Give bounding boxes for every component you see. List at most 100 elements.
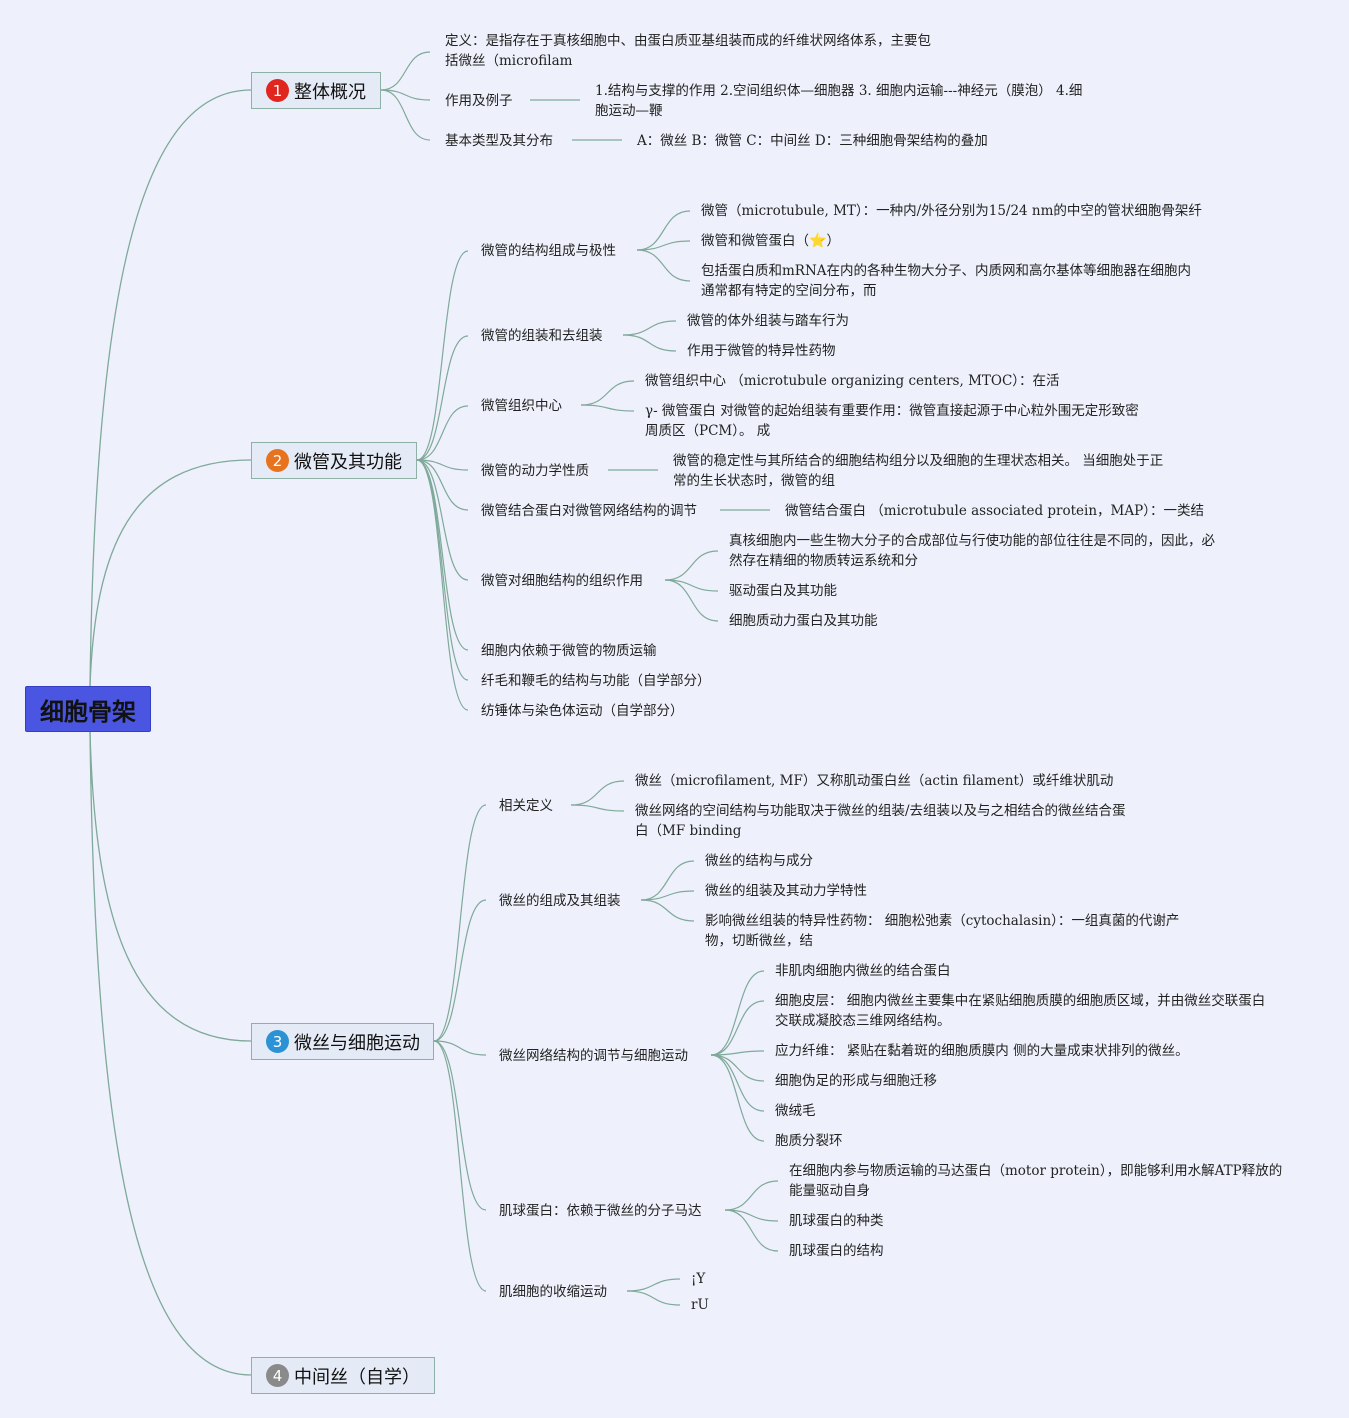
node-transport-system[interactable]: 真核细胞内一些生物大分子的合成部位与行使功能的部位往往是不同的，因此，必然存在精…: [729, 533, 1215, 569]
node-contraction-a[interactable]: ¡Y: [691, 1271, 706, 1287]
connector-curve: [416, 459, 469, 681]
node-types[interactable]: 基本类型及其分布: [445, 133, 553, 149]
node-pseudopod[interactable]: 细胞伪足的形成与细胞迁移: [775, 1073, 937, 1089]
connector-curve: [433, 1040, 487, 1056]
number-2-badge-icon: 2: [266, 449, 289, 472]
node-mf-regulation[interactable]: 微丝网络结构的调节与细胞运动: [499, 1048, 688, 1064]
connector-curve: [416, 459, 469, 511]
root-label: 细胞骨架: [40, 697, 136, 726]
node-cell-cortex[interactable]: 细胞皮层： 细胞内微丝主要集中在紧贴细胞质膜的细胞质区域，并由微丝交联蛋白交联成…: [775, 993, 1266, 1029]
connector-curve: [636, 249, 691, 282]
node-microvilli[interactable]: 微绒毛: [775, 1103, 816, 1119]
root-connector-curve: [89, 731, 252, 1376]
node-stress-fiber[interactable]: 应力纤维： 紧贴在黏着斑的细胞质膜内 侧的大量成束状排列的微丝。: [775, 1043, 1189, 1059]
node-contraction-b[interactable]: rU: [691, 1297, 709, 1313]
connector-curve: [433, 899, 487, 1042]
node-motor-protein[interactable]: 在细胞内参与物质运输的马达蛋白（motor protein），即能够利用水解AT…: [789, 1163, 1283, 1199]
root-topic[interactable]: 细胞骨架: [25, 686, 151, 732]
node-mt-distribution[interactable]: 包括蛋白质和mRNA在内的各种生物大分子、内质网和高尔基体等细胞器在细胞内通常都…: [701, 263, 1192, 299]
connector-curve: [710, 1054, 765, 1142]
connector-curve: [710, 970, 765, 1056]
connector-curve: [622, 320, 677, 336]
number-3-badge-icon: 3: [266, 1030, 289, 1053]
node-muscle-contraction[interactable]: 肌细胞的收缩运动: [499, 1284, 607, 1300]
node-mt-definition[interactable]: 微管（microtubule, MT）：一种内/外径分别为15/24 nm的中空…: [701, 203, 1202, 219]
root-connector-curve: [89, 89, 252, 687]
node-mt-tubulin-pre: 微管和微管蛋白（: [701, 233, 809, 249]
connector-curve: [710, 1000, 765, 1056]
connector-curve: [640, 860, 695, 901]
connector-curve: [416, 459, 469, 581]
connector-curve: [580, 380, 635, 406]
connector-curve: [416, 459, 469, 711]
node-mf-structure[interactable]: 微丝的结构与成分: [705, 853, 813, 869]
node-spindle[interactable]: 纺锤体与染色体运动（自学部分）: [481, 703, 684, 719]
connector-curve: [724, 1209, 779, 1252]
connector-curve: [640, 899, 695, 922]
connector-curve: [570, 804, 625, 812]
connector-curve: [570, 780, 625, 806]
node-mf-definition[interactable]: 微丝（microfilament, MF）又称肌动蛋白丝（actin filam…: [635, 773, 1114, 789]
topic-microtubule-label: 微管及其功能: [294, 451, 402, 473]
node-mf-network[interactable]: 微丝网络的空间结构与功能取决于微丝的组装/去组装以及与之相结合的微丝结合蛋白（M…: [635, 803, 1126, 839]
node-mf-dynamics[interactable]: 微丝的组装及其动力学特性: [705, 883, 867, 899]
connector-curve: [710, 1054, 765, 1082]
node-mtoc-definition[interactable]: 微管组织中心 （microtubule organizing centers, …: [645, 373, 1060, 389]
node-mf-assembly[interactable]: 微丝的组成及其组装: [499, 893, 621, 909]
topic-overview[interactable]: 1 整体概况: [251, 72, 381, 109]
node-myosin-structure[interactable]: 肌球蛋白的结构: [789, 1243, 884, 1259]
connector-curve: [380, 51, 431, 91]
node-mt-treadmilling[interactable]: 微管的体外组装与踏车行为: [687, 313, 849, 329]
connector-curve: [664, 579, 719, 622]
topic-microfilament[interactable]: 3 微丝与细胞运动: [251, 1023, 434, 1060]
connector-curve: [710, 1054, 765, 1112]
node-myosin[interactable]: 肌球蛋白：依赖于微丝的分子马达: [499, 1203, 702, 1219]
node-definition[interactable]: 定义：是指存在于真核细胞中、由蛋白质亚基组装而成的纤维状网络体系，主要包括微丝（…: [445, 33, 931, 69]
node-myosin-types[interactable]: 肌球蛋白的种类: [789, 1213, 884, 1229]
number-4-badge-icon: 4: [266, 1364, 289, 1387]
connector-curve: [416, 459, 469, 471]
node-mt-tubulin-post: ）: [826, 233, 840, 249]
connector-curve: [433, 1040, 487, 1211]
node-mt-assembly[interactable]: 微管的组装和去组装: [481, 328, 603, 344]
connector-curve: [626, 1290, 681, 1306]
node-function-detail[interactable]: 1.结构与支撑的作用 2.空间组织体—细胞器 3. 细胞内运输---神经元（膜泡…: [595, 83, 1083, 119]
node-mf-drugs[interactable]: 影响微丝组装的特异性药物： 细胞松弛素（cytochalasin）：一组真菌的代…: [705, 913, 1180, 949]
node-mt-dynamics[interactable]: 微管的动力学性质: [481, 463, 589, 479]
node-binding-proteins[interactable]: 非肌肉细胞内微丝的结合蛋白: [775, 963, 951, 979]
node-map-definition[interactable]: 微管结合蛋白 （microtubule associated protein，M…: [785, 503, 1204, 519]
topic-intermediate-filament-label: 中间丝（自学）: [294, 1366, 420, 1388]
node-map-regulation[interactable]: 微管结合蛋白对微管网络结构的调节: [481, 503, 697, 519]
node-mf-definitions[interactable]: 相关定义: [499, 798, 553, 814]
node-gamma-tubulin[interactable]: γ- 微管蛋白 对微管的起始组装有重要作用：微管直接起源于中心粒外围无定形致密周…: [645, 403, 1139, 439]
node-cilia-flagella[interactable]: 纤毛和鞭毛的结构与功能（自学部分）: [481, 673, 711, 689]
node-mtoc[interactable]: 微管组织中心: [481, 398, 562, 414]
connector-curve: [416, 459, 469, 651]
topic-microfilament-label: 微丝与细胞运动: [294, 1032, 420, 1054]
connector-curve: [640, 890, 695, 901]
connector-curve: [622, 334, 677, 352]
connector-curve: [724, 1180, 779, 1211]
node-mt-stability[interactable]: 微管的稳定性与其所结合的细胞结构组分以及细胞的生理状态相关。 当细胞处于正常的生…: [673, 453, 1164, 489]
node-function[interactable]: 作用及例子: [445, 93, 513, 109]
node-contractile-ring[interactable]: 胞质分裂环: [775, 1133, 843, 1149]
connector-curve: [664, 579, 719, 592]
topic-intermediate-filament[interactable]: 4 中间丝（自学）: [251, 1357, 435, 1394]
connector-curve: [636, 210, 691, 251]
topic-microtubule[interactable]: 2 微管及其功能: [251, 442, 417, 479]
node-dynein[interactable]: 细胞质动力蛋白及其功能: [729, 613, 878, 629]
node-mt-tubulin[interactable]: 微管和微管蛋白（⭐）: [701, 231, 840, 251]
node-mt-drugs[interactable]: 作用于微管的特异性药物: [687, 343, 836, 359]
root-connector-curve: [89, 459, 252, 687]
connector-curve: [433, 1040, 487, 1292]
connector-curve: [416, 335, 469, 461]
node-mt-organization[interactable]: 微管对细胞结构的组织作用: [481, 573, 643, 589]
node-types-detail[interactable]: A：微丝 B：微管 C：中间丝 D：三种细胞骨架结构的叠加: [637, 133, 988, 149]
node-mt-structure[interactable]: 微管的结构组成与极性: [481, 243, 616, 259]
connector-curve: [380, 89, 431, 141]
connector-curve: [416, 405, 469, 461]
star-icon: ⭐: [809, 233, 827, 249]
connector-curve: [636, 240, 691, 251]
node-kinesin[interactable]: 驱动蛋白及其功能: [729, 583, 837, 599]
node-mt-transport[interactable]: 细胞内依赖于微管的物质运输: [481, 643, 657, 659]
